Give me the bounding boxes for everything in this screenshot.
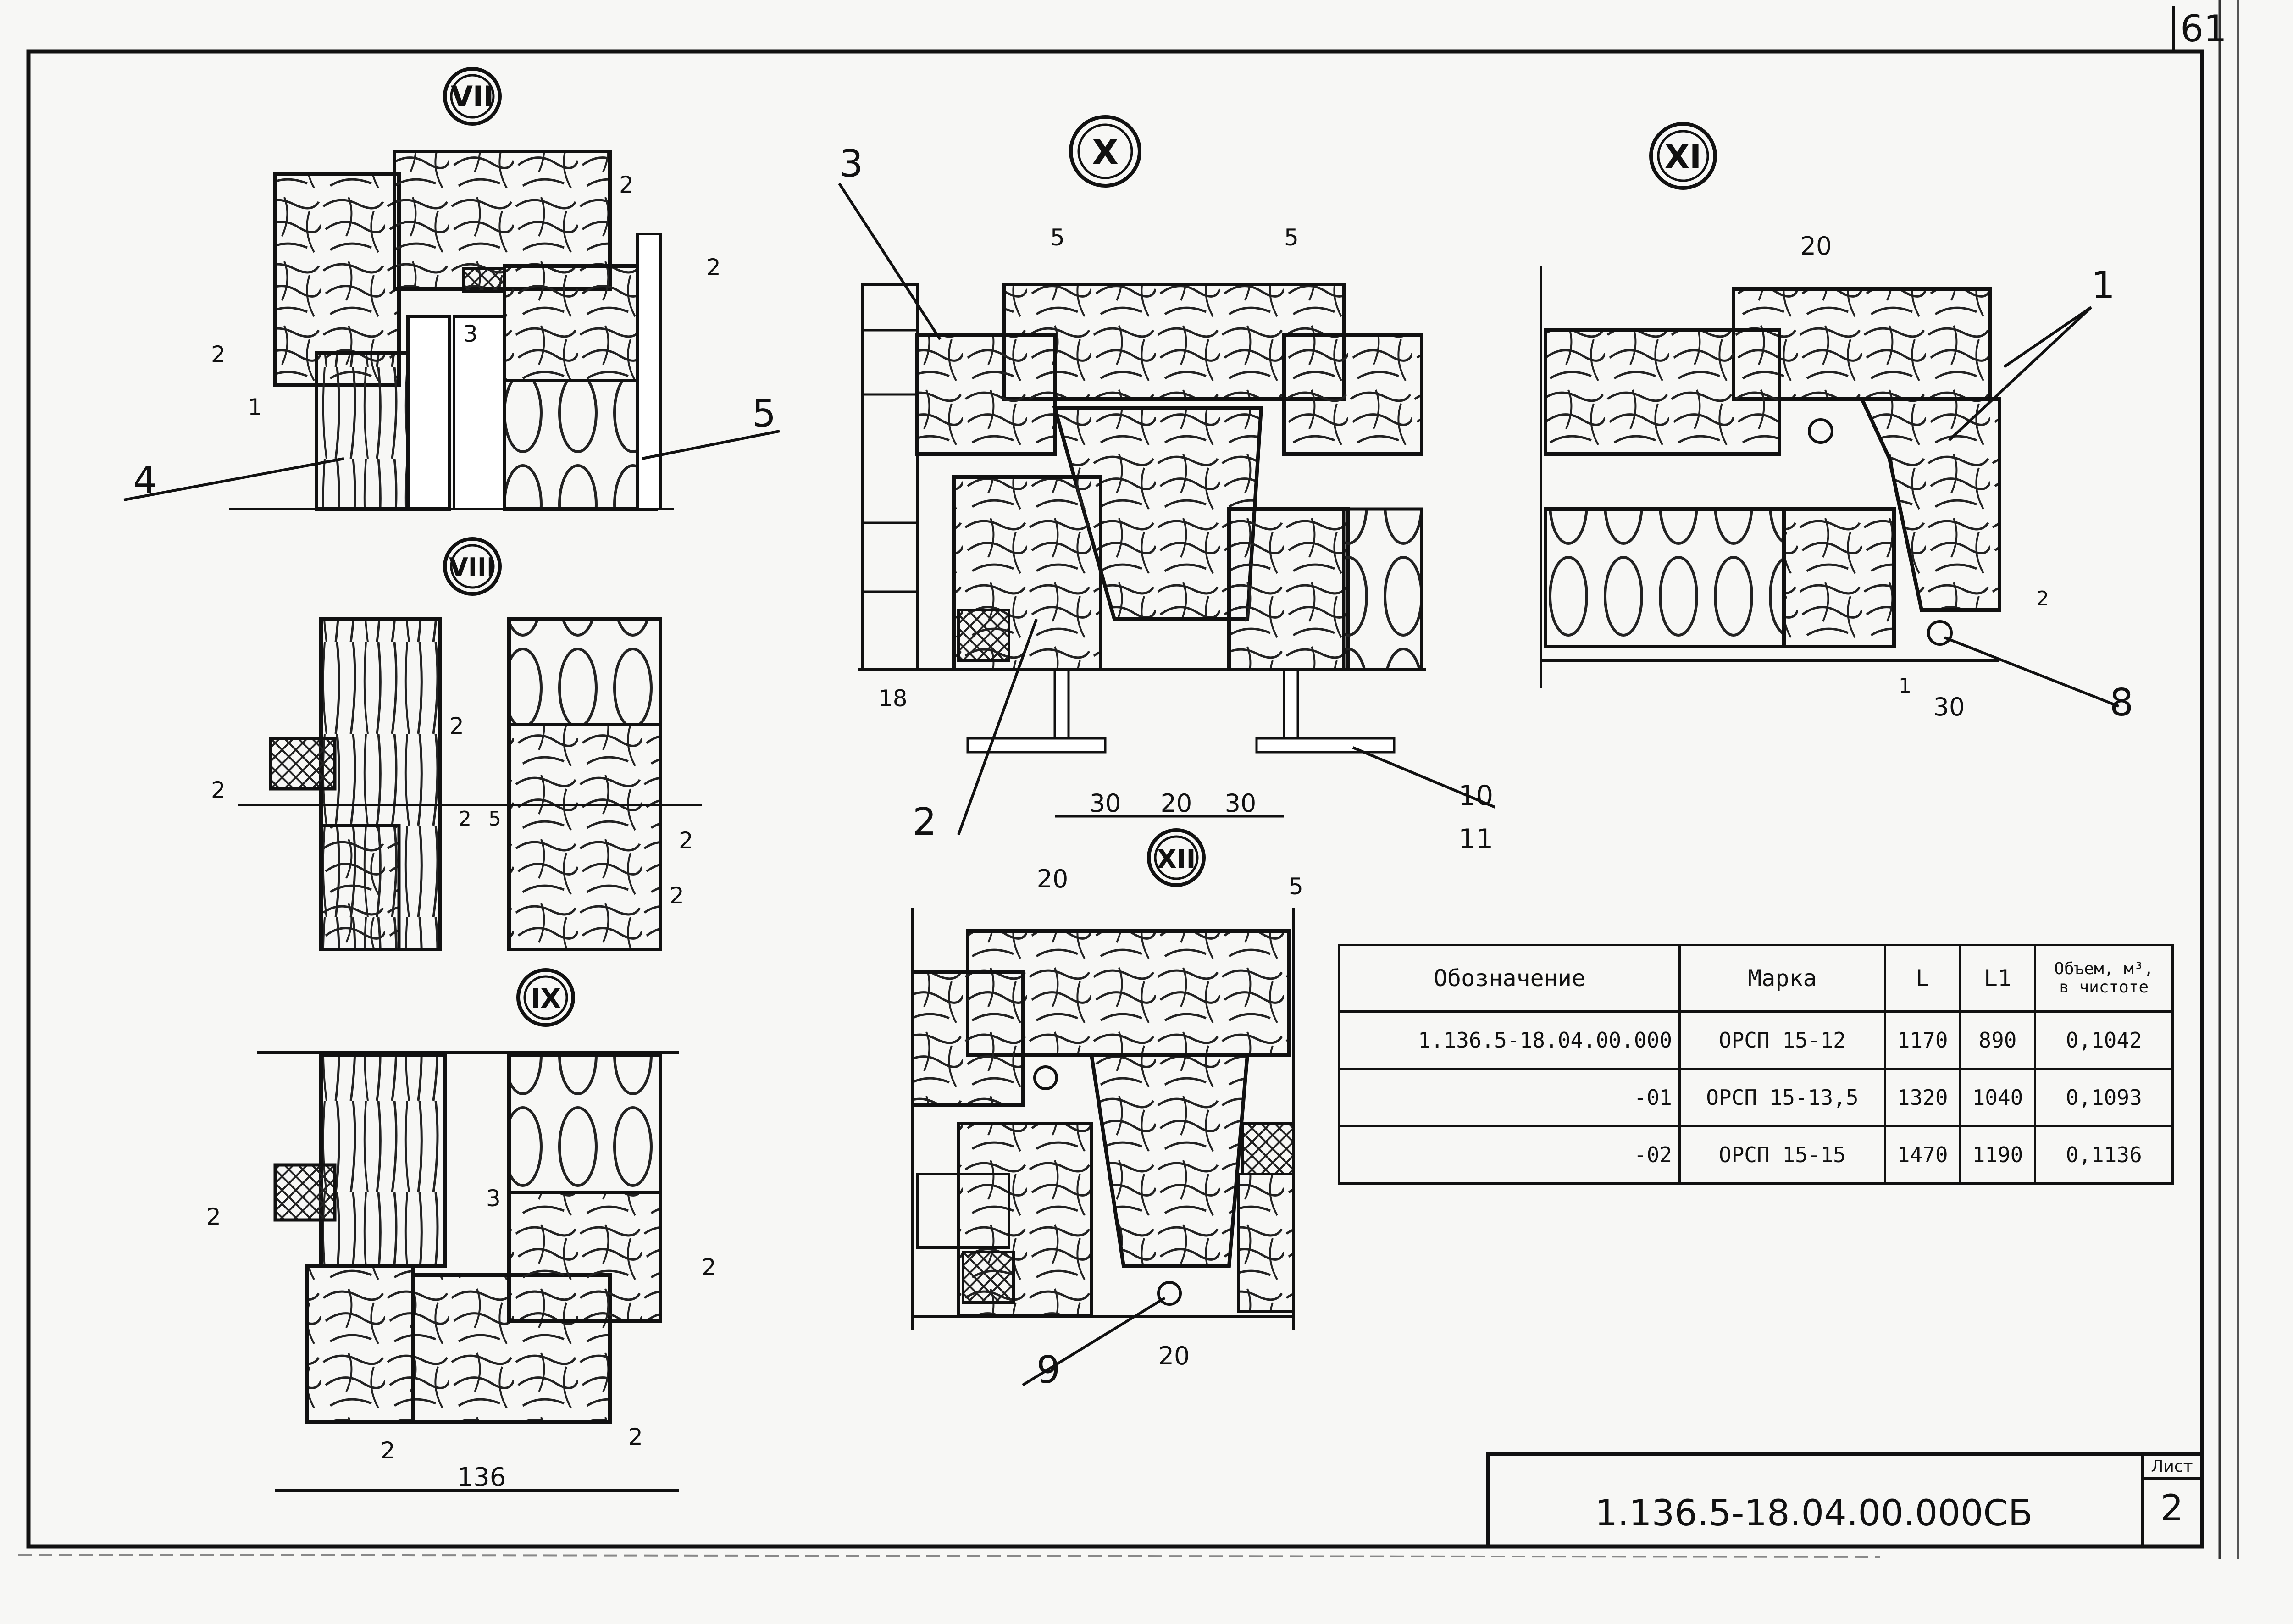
section-vii: VII 4 5 1 2 2 2 3 [123, 67, 780, 511]
dim-xi-2: 2 [2036, 587, 2049, 610]
dim-x-20: 20 [1161, 789, 1192, 818]
section-label-x: X [1092, 132, 1119, 172]
section-label-vii: VII [451, 80, 494, 113]
section-xi: XI 8 1 20 30 1 2 [1540, 122, 2133, 725]
cell-l: 1320 [1883, 1068, 1961, 1127]
dim-vii-2a: 2 [211, 341, 226, 368]
dim-vii-3: 3 [463, 321, 478, 347]
header-volume-line1: Объем, м³, [2054, 959, 2154, 978]
leader-8: 8 [2110, 681, 2133, 725]
cell-l: 1170 [1883, 1010, 1961, 1070]
dim-vii-2b: 2 [619, 172, 634, 198]
dim-xi-20: 20 [1800, 232, 1832, 261]
cell-volume: 0,1042 [2034, 1010, 2174, 1070]
dim-viii-2e: 2 [670, 882, 684, 909]
leader-10: 10 [1458, 780, 1493, 812]
cell-l1: 1040 [1959, 1068, 2037, 1127]
dim-xii-20a: 20 [1037, 865, 1069, 893]
table-row: 1.136.5-18.04.00.000 ОРСП 15-12 1170 890… [1338, 1010, 2174, 1070]
table-row: -02 ОРСП 15-15 1470 1190 0,1136 [1338, 1125, 2174, 1185]
cell-mark: ОРСП 15-13,5 [1678, 1068, 1886, 1127]
title-block [1486, 1452, 2204, 1549]
section-label-ix: IX [531, 983, 561, 1014]
dim-vii-2c: 2 [706, 254, 721, 281]
leader-5: 5 [752, 392, 776, 436]
sheet-number: 2 [2160, 1488, 2183, 1529]
dim-viii-2c: 2 [459, 807, 471, 831]
cell-designation: -02 [1338, 1125, 1681, 1185]
dim-xi-1: 1 [1899, 674, 1911, 698]
dim-ix-2a: 2 [206, 1203, 221, 1230]
leader-11: 11 [1458, 823, 1493, 855]
dim-ix-2d: 2 [702, 1254, 716, 1280]
cell-l1: 1190 [1959, 1125, 2037, 1185]
leader-3: 3 [839, 142, 863, 186]
section-label-xii: XII [1157, 844, 1196, 874]
section-xii: XII 9 20 20 5 [911, 828, 1303, 1392]
cell-volume: 0,1136 [2034, 1125, 2174, 1185]
page-number: 61 [2180, 7, 2227, 50]
section-viii: VIII 2 2 2 5 2 2 [211, 537, 702, 951]
section-label-viii: VIII [449, 553, 496, 582]
section-x: X 3 2 10 11 5 5 18 30 20 30 [838, 115, 1496, 855]
dim-vii-1: 1 [248, 394, 262, 421]
cell-l: 1470 [1883, 1125, 1961, 1185]
header-volume-line2: в чистоте [2059, 978, 2149, 997]
cell-designation: -01 [1338, 1068, 1681, 1127]
header-l: L [1883, 944, 1961, 1013]
drawing-code: 1.136.5-18.04.00.000СБ [1595, 1493, 2033, 1534]
dim-x-5b: 5 [1284, 224, 1299, 251]
dim-viii-2a: 2 [449, 713, 464, 739]
cell-l1: 890 [1959, 1010, 2037, 1070]
dim-viii-5: 5 [488, 807, 501, 831]
cell-mark: ОРСП 15-12 [1678, 1010, 1886, 1070]
dim-xii-5: 5 [1289, 873, 1303, 900]
sheet-label: Лист [2151, 1457, 2193, 1476]
dim-viii-2d: 2 [679, 827, 693, 854]
leader-2: 2 [913, 800, 936, 844]
dim-x-30b: 30 [1225, 789, 1257, 818]
cell-volume: 0,1093 [2034, 1068, 2174, 1127]
leader-1: 1 [2091, 264, 2115, 307]
dim-viii-2b: 2 [211, 777, 226, 804]
leader-9: 9 [1036, 1348, 1060, 1392]
cell-designation: 1.136.5-18.04.00.000 [1338, 1010, 1681, 1070]
header-designation: Обозначение [1338, 944, 1681, 1013]
specification-table: Обозначение Марка L L1 Объем, м³,в чисто… [1338, 944, 2174, 1185]
header-volume: Объем, м³,в чистоте [2034, 944, 2174, 1013]
dim-ix-3: 3 [486, 1185, 501, 1212]
header-l1: L1 [1959, 944, 2037, 1013]
dim-xii-20b: 20 [1158, 1341, 1190, 1370]
section-label-xi: XI [1665, 138, 1701, 176]
dim-ix-2c: 2 [628, 1424, 643, 1450]
dim-x-30a: 30 [1090, 789, 1121, 818]
dim-ix-2b: 2 [381, 1437, 395, 1464]
dim-xi-30: 30 [1933, 693, 1965, 721]
sheet-frame [18, 0, 2239, 1559]
dim-x-18: 18 [878, 685, 908, 712]
table-row: -01 ОРСП 15-13,5 1320 1040 0,1093 [1338, 1068, 2174, 1127]
section-ix: IX 136 2 2 2 2 3 [206, 968, 716, 1492]
dim-ix-136: 136 [457, 1463, 506, 1492]
header-mark: Марка [1678, 944, 1886, 1013]
cell-mark: ОРСП 15-15 [1678, 1125, 1886, 1185]
table-header-row: Обозначение Марка L L1 Объем, м³,в чисто… [1338, 944, 2174, 1013]
dim-x-5a: 5 [1050, 224, 1065, 251]
leader-4: 4 [133, 459, 157, 502]
